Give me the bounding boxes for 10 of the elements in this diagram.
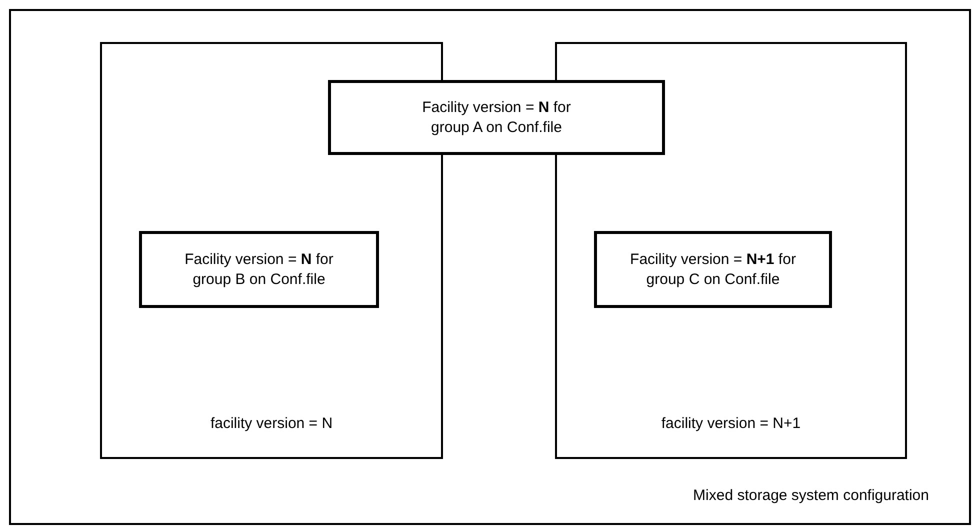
version-label: facility version = N+1 <box>660 414 802 434</box>
version-label: Facility version = N for group B on Conf.file <box>184 250 334 290</box>
frame-label: Mixed storage system configuration <box>693 486 929 506</box>
system-frame <box>9 9 971 525</box>
config-box <box>139 231 379 308</box>
version-label: Facility version = N for group A on Conf.file <box>421 98 572 138</box>
version-label: facility version = N <box>209 414 334 434</box>
config-box <box>328 80 665 155</box>
config-box <box>594 231 832 308</box>
version-label: Facility version = N+1 for group C on Conf.file <box>629 250 797 290</box>
